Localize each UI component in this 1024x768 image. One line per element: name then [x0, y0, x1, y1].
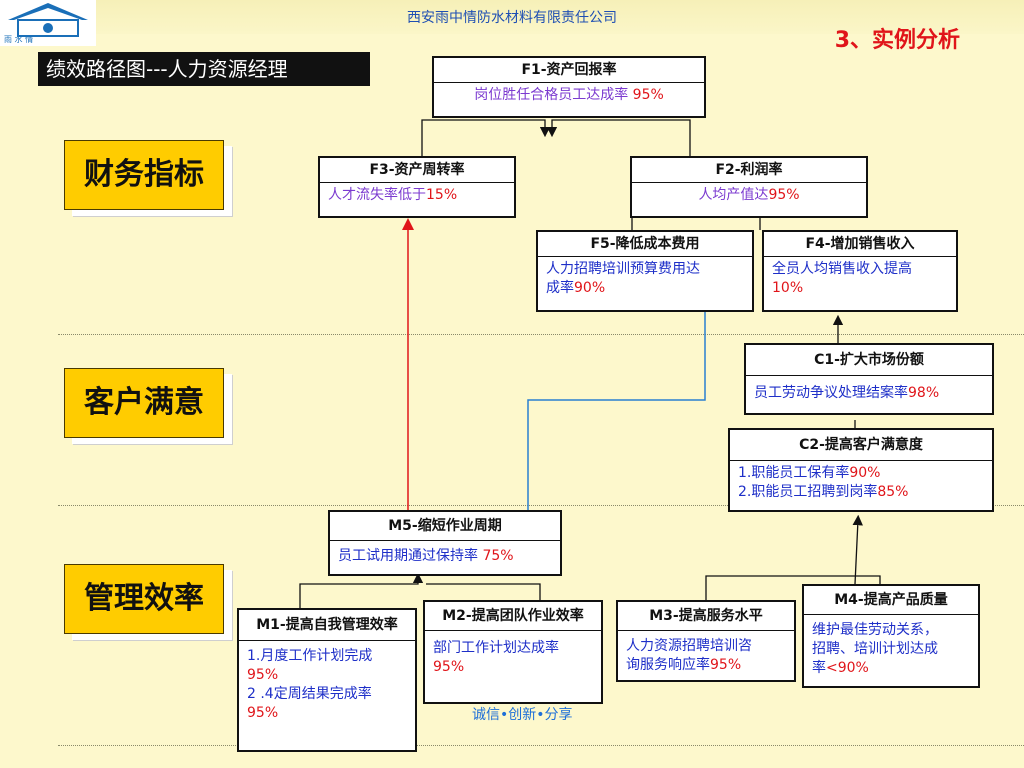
connector-m5-f5: [527, 300, 711, 510]
metric-value: 90%: [574, 280, 606, 296]
category-management: 管理效率: [64, 564, 224, 634]
node-title: F5-降低成本费用: [538, 232, 752, 257]
metric-text: 岗位胜任合格员工达成率: [474, 87, 633, 103]
separator-line: [58, 505, 1024, 506]
node-title: F4-增加销售收入: [764, 232, 956, 257]
separator-line: [58, 745, 1024, 746]
metric-text: 成率: [546, 280, 574, 296]
connector-f2-f1: [546, 119, 691, 156]
metric-value: <90%: [826, 660, 869, 676]
node-title: F3-资产周转率: [320, 158, 514, 183]
node-f4: F4-增加销售收入 全员人均销售收入提高 10%: [762, 230, 958, 312]
node-m4: M4-提高产品质量 维护最佳劳动关系， 招聘、培训计划达成率<90%: [802, 584, 980, 688]
node-metric: 全员人均销售收入提高 10%: [764, 257, 956, 301]
connector-m4-c2: [852, 514, 863, 585]
node-title: C2-提高客户满意度: [730, 430, 992, 461]
connector-m3-m4: [705, 575, 881, 600]
node-title: F1-资产回报率: [434, 58, 704, 83]
metric-text: 维护最佳劳动关系，: [812, 622, 938, 638]
node-title: M2-提高团队作业效率: [425, 602, 601, 631]
metric-value: 95%: [247, 705, 279, 721]
logo-text: 雨 水 情: [4, 35, 34, 44]
node-c2: C2-提高客户满意度 1.职能员工保有率90% 2.职能员工招聘到岗率85%: [728, 428, 994, 512]
node-f2: F2-利润率 人均产值达95%: [630, 156, 868, 218]
category-customer: 客户满意: [64, 368, 224, 438]
node-m2: M2-提高团队作业效率 部门工作计划达成率 95%: [423, 600, 603, 704]
metric-text: 2.职能员工招聘到岗率: [738, 484, 878, 500]
node-f1: F1-资产回报率 岗位胜任合格员工达成率 95%: [432, 56, 706, 118]
logo-house-icon: [8, 3, 88, 37]
metric-text: 人均产值达: [698, 187, 769, 203]
node-title: F2-利润率: [632, 158, 866, 183]
metric-text: 人力招聘培训预算费用达: [546, 261, 700, 277]
company-name: 西安雨中情防水材料有限责任公司: [407, 10, 617, 26]
node-metric: 部门工作计划达成率 95%: [425, 631, 601, 680]
node-metric: 人才流失率低于15%: [320, 183, 514, 208]
metric-text: 1.职能员工保有率: [738, 465, 850, 481]
node-m1: M1-提高自我管理效率 1.月度工作计划完成 95% 2 .4定周结果完成率 95%: [237, 608, 417, 752]
metric-value: 95%: [710, 657, 742, 673]
metric-value: 15%: [426, 187, 458, 203]
node-title: M4-提高产品质量: [804, 586, 978, 615]
company-logo: 雨 水 情: [0, 0, 96, 46]
separator-line: [58, 334, 1024, 335]
node-metric: 岗位胜任合格员工达成率 95%: [434, 83, 704, 108]
metric-text: 2 .4定周结果完成率: [247, 686, 372, 702]
metric-value: 95%: [768, 187, 800, 203]
category-finance: 财务指标: [64, 140, 224, 210]
node-metric: 维护最佳劳动关系， 招聘、培训计划达成率<90%: [804, 615, 978, 681]
metric-text: 部门工作计划达成率: [433, 640, 559, 656]
metric-text: 全员人均销售收入提高: [772, 261, 912, 277]
node-m3: M3-提高服务水平 人力资源招聘培训咨询服务响应率95%: [616, 600, 796, 682]
company-motto: 诚信•创新•分享: [472, 707, 573, 723]
node-m5: M5-缩短作业周期 员工试用期通过保持率 75%: [328, 510, 562, 576]
node-metric: 员工试用期通过保持率 75%: [330, 541, 560, 569]
node-f3: F3-资产周转率 人才流失率低于15%: [318, 156, 516, 218]
node-metric: 人力资源招聘培训咨询服务响应率95%: [618, 631, 794, 678]
node-metric: 人均产值达95%: [632, 183, 866, 208]
metric-value: 75%: [482, 548, 514, 564]
metric-text: 询服务响应率: [626, 657, 710, 673]
metric-text: 招聘、培训计划达成: [812, 641, 938, 657]
metric-text: 员工试用期通过保持率: [338, 548, 483, 564]
metric-value: 95%: [247, 667, 279, 683]
node-metric: 员工劳动争议处理结案率98%: [746, 376, 992, 406]
node-metric: 1.职能员工保有率90% 2.职能员工招聘到岗率85%: [730, 461, 992, 505]
node-metric: 1.月度工作计划完成 95% 2 .4定周结果完成率 95%: [239, 641, 415, 726]
node-title: M5-缩短作业周期: [330, 512, 560, 541]
metric-text: 人才流失率低于: [328, 187, 426, 203]
metric-text: 员工劳动争议处理结案率: [754, 385, 908, 401]
metric-value: 10%: [772, 280, 804, 296]
metric-value: 98%: [908, 385, 940, 401]
metric-value: 95%: [433, 659, 465, 675]
metric-text: 1.月度工作计划完成: [247, 648, 373, 664]
diagram-title: 绩效路径图---人力资源经理: [38, 52, 370, 86]
node-metric: 人力招聘培训预算费用达成率90%: [538, 257, 752, 301]
metric-text: 率: [812, 660, 826, 676]
metric-value: 95%: [632, 87, 664, 103]
node-f5: F5-降低成本费用 人力招聘培训预算费用达成率90%: [536, 230, 754, 312]
metric-value: 90%: [849, 465, 881, 481]
section-title: 3、实例分析: [834, 28, 960, 53]
connector-m1-m5: [299, 572, 424, 608]
connector-m2-m5: [426, 583, 541, 600]
node-title: M3-提高服务水平: [618, 602, 794, 631]
node-title: M1-提高自我管理效率: [239, 610, 415, 641]
header-band: [0, 0, 1024, 34]
connector-f3-f1: [421, 119, 551, 156]
node-title: C1-扩大市场份额: [746, 345, 992, 376]
node-c1: C1-扩大市场份额 员工劳动争议处理结案率98%: [744, 343, 994, 415]
metric-value: 85%: [877, 484, 909, 500]
metric-text: 人力资源招聘培训咨: [626, 638, 752, 654]
